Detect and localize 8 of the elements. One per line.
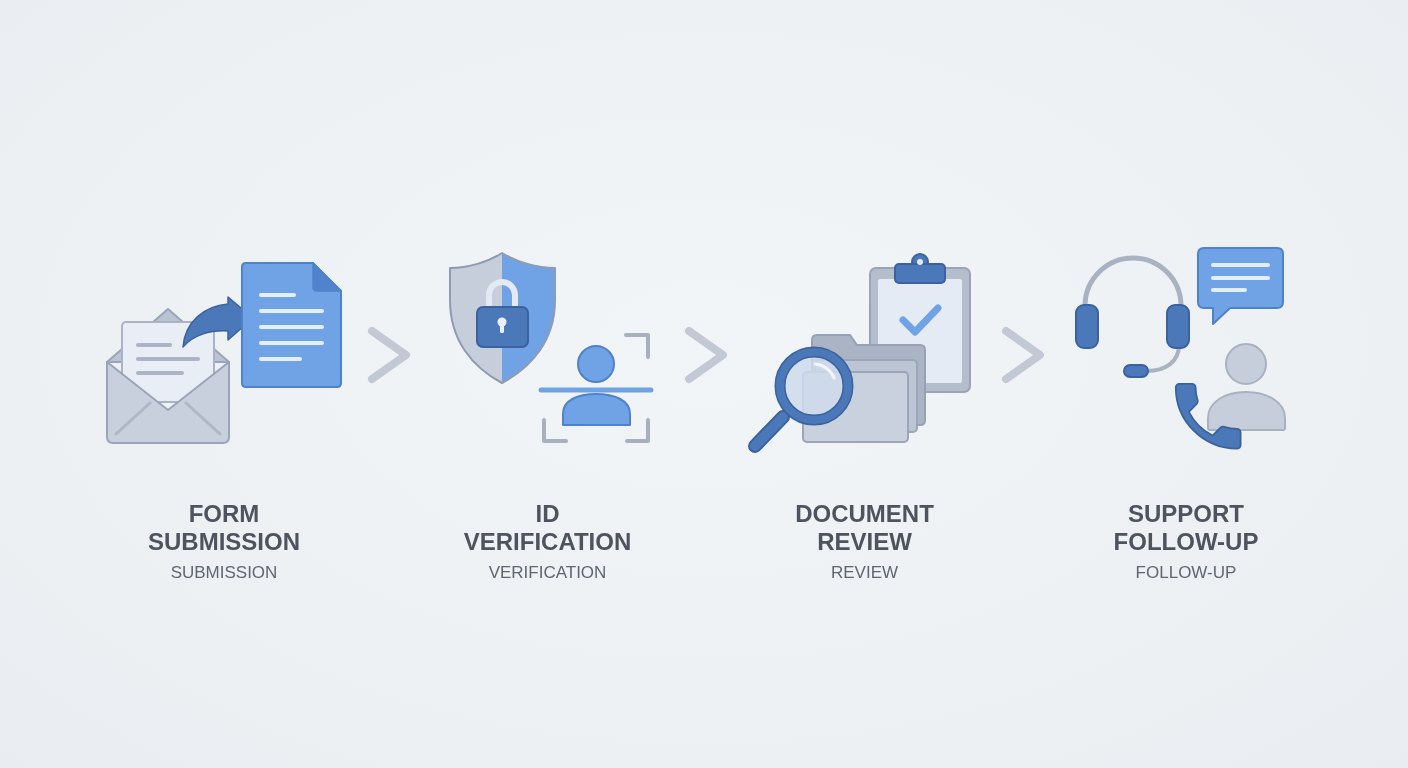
step-title: FORM SUBMISSION bbox=[147, 500, 301, 556]
step-subtitle: REVIEW bbox=[829, 563, 900, 583]
step-title: DOCUMENT REVIEW bbox=[794, 500, 935, 556]
step-subtitle: FOLLOW-UP bbox=[1134, 563, 1238, 583]
step-subtitle: VERIFICATION bbox=[487, 563, 608, 583]
step-title: SUPPORT FOLLOW-UP bbox=[1112, 500, 1260, 556]
step-subtitle: SUBMISSION bbox=[169, 563, 279, 583]
step-title: ID VERIFICATION bbox=[462, 500, 633, 556]
